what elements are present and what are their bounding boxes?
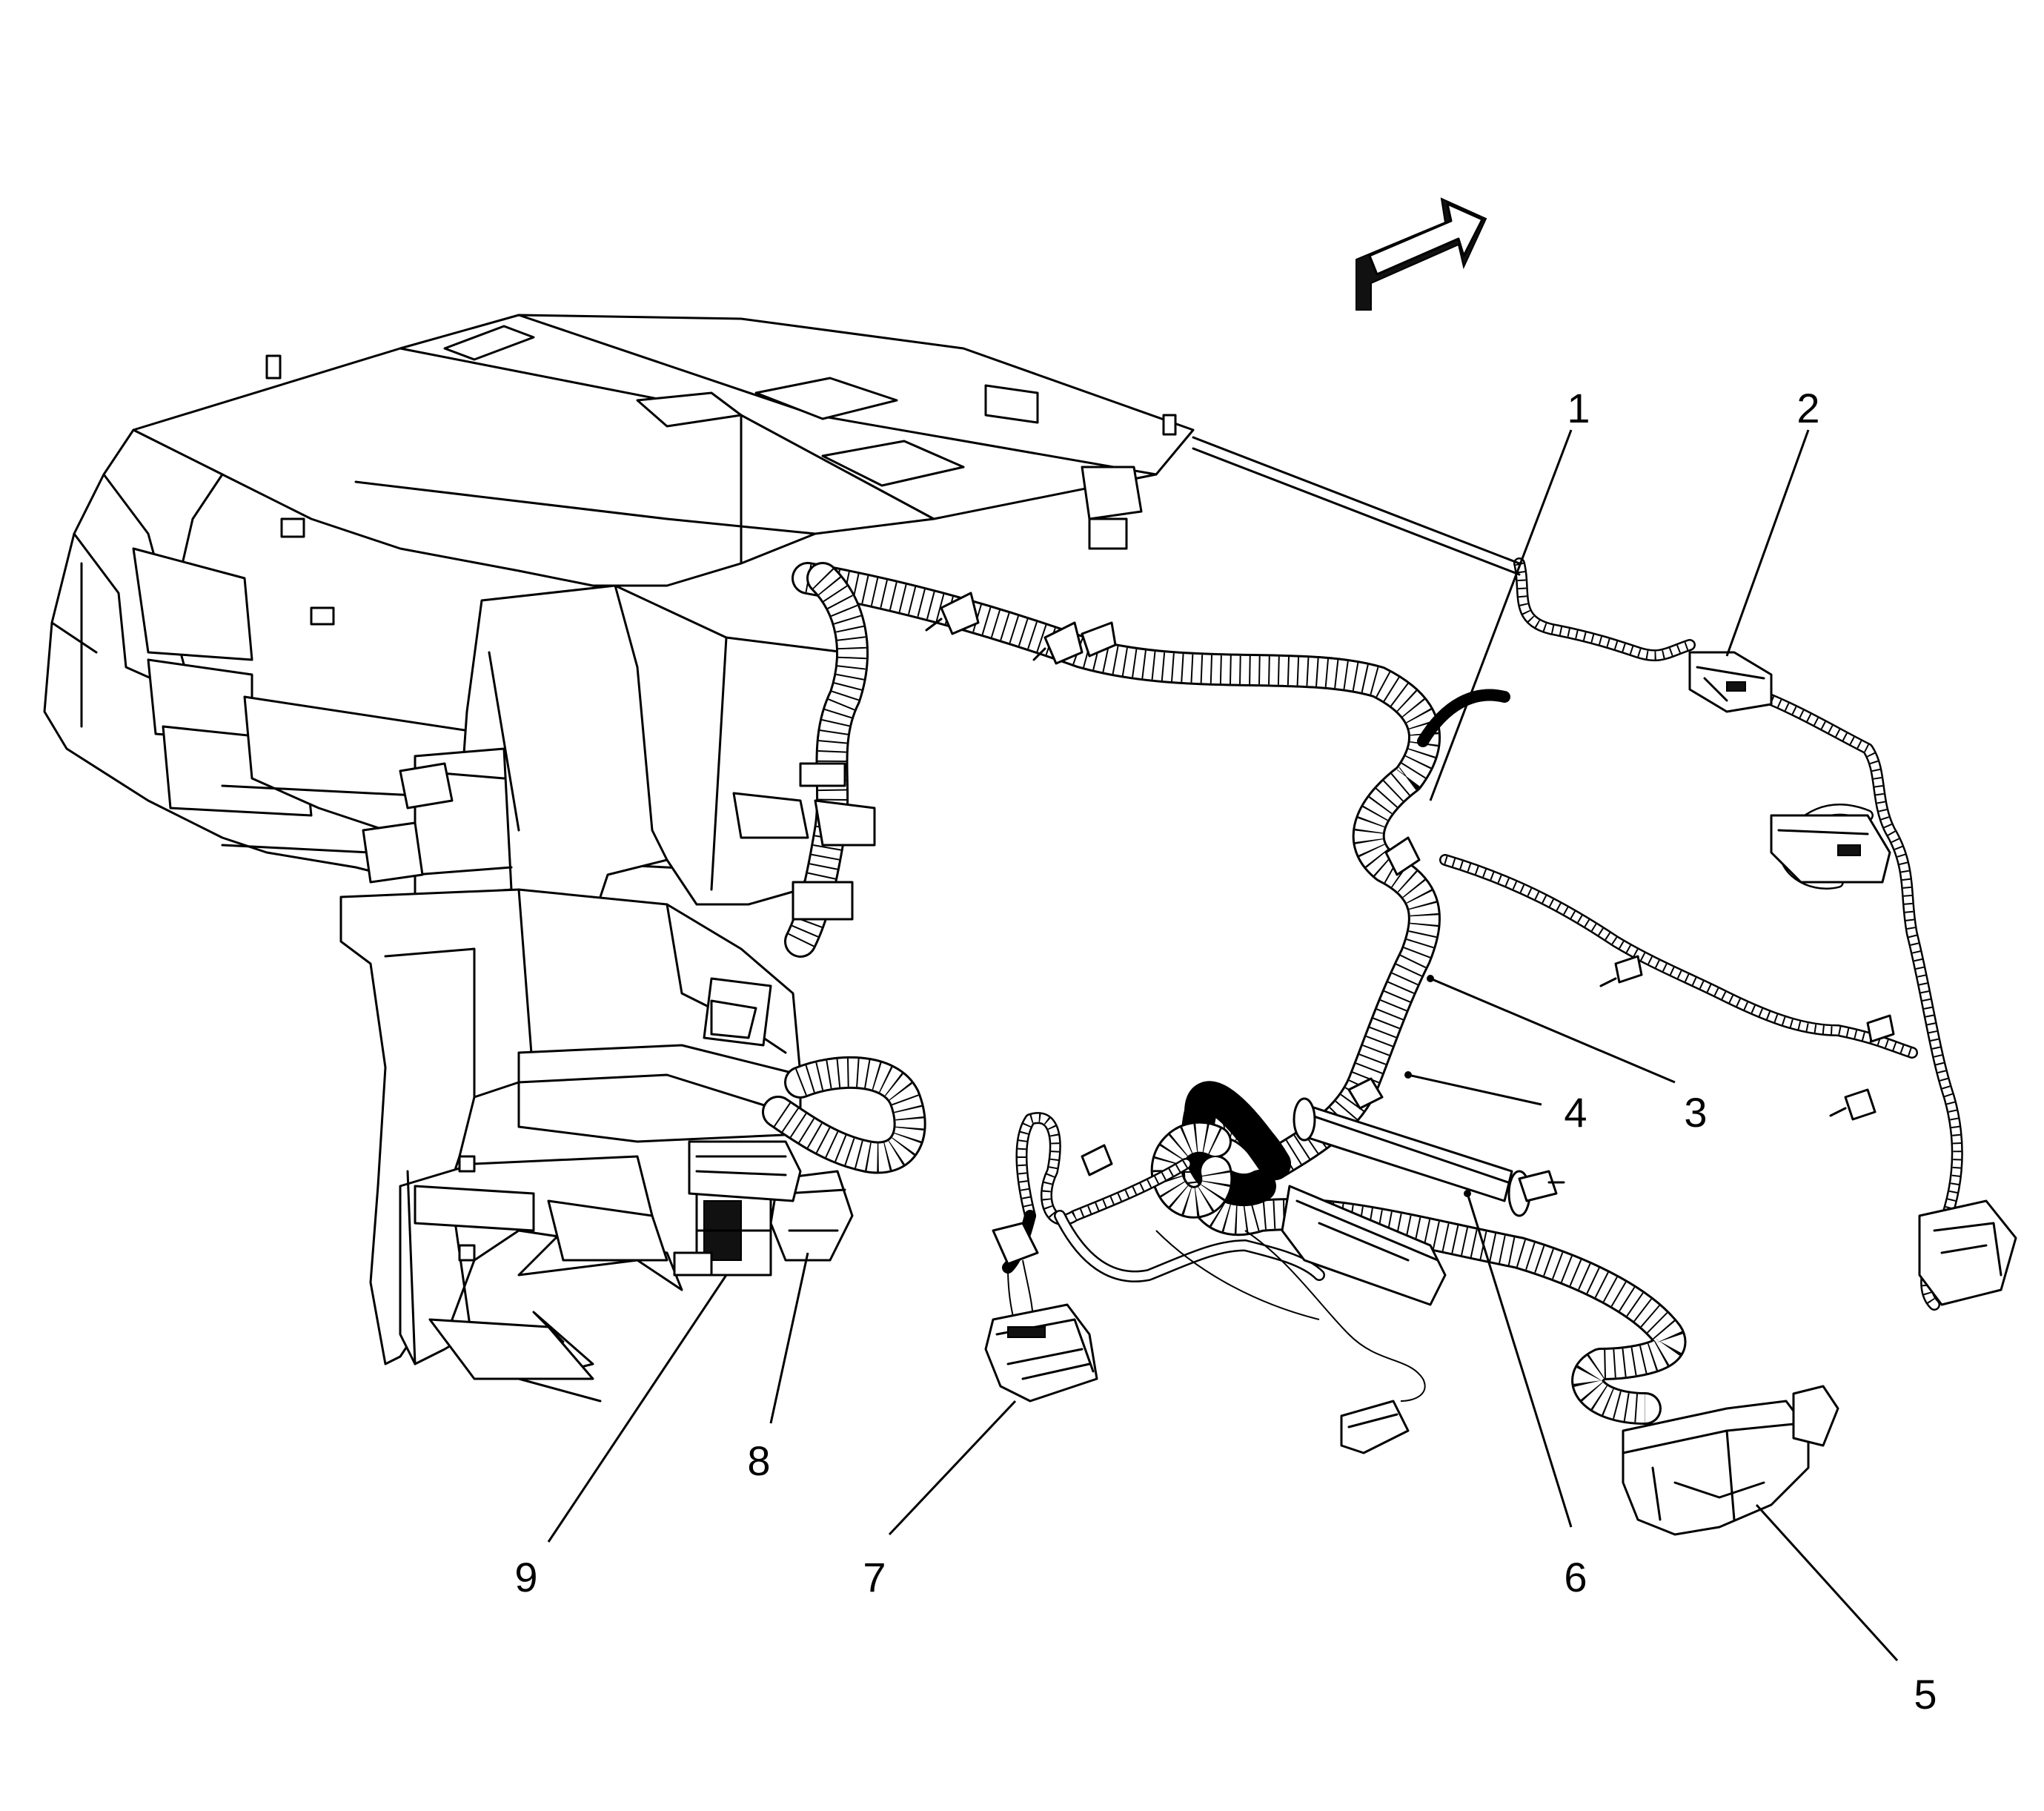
callout-2: 2 — [1796, 385, 1819, 431]
callout-7: 7 — [863, 1554, 886, 1600]
right-connector-lower — [1918, 1199, 2017, 1306]
leader-7 — [888, 1400, 1017, 1536]
leader-4 — [1407, 1073, 1542, 1106]
leader-lines — [547, 429, 1899, 1662]
leader-6 — [1466, 1193, 1573, 1528]
leader-1 — [1429, 429, 1573, 801]
connector-9 — [673, 1185, 772, 1277]
harness-clips — [925, 592, 1895, 1202]
right-connector-upper — [1770, 814, 1891, 884]
forward-arrow-icon — [1356, 197, 1487, 311]
leader-9 — [547, 1274, 728, 1543]
harness-conduit — [1293, 1097, 1531, 1217]
callout-1: 1 — [1567, 385, 1590, 431]
center-connectors — [362, 466, 1143, 921]
connector-7 — [984, 1222, 1098, 1403]
callout-6: 6 — [1564, 1554, 1587, 1600]
callout-3: 3 — [1684, 1089, 1707, 1136]
connector-block — [688, 1140, 802, 1202]
leader-2 — [1725, 429, 1810, 657]
connector-5 — [1622, 1385, 1839, 1536]
connector-2 — [1688, 651, 1773, 713]
leader-dot-3 — [1427, 975, 1434, 982]
instrument-panel-carrier — [43, 314, 1195, 1403]
leader-dot-4 — [1404, 1071, 1412, 1079]
connector-6-module — [1281, 1185, 1447, 1306]
leader-8 — [769, 1252, 809, 1424]
callout-4: 4 — [1564, 1089, 1587, 1136]
callout-9: 9 — [514, 1554, 537, 1600]
leader-5 — [1755, 1503, 1899, 1662]
leader-dot-6 — [1464, 1190, 1471, 1197]
callout-8: 8 — [747, 1437, 770, 1484]
leader-3 — [1430, 977, 1676, 1084]
callout-5: 5 — [1914, 1671, 1937, 1718]
main-harness-trunk — [762, 562, 1687, 1425]
connectors — [362, 466, 2017, 1536]
connector-small — [1340, 1400, 1410, 1454]
callout-labels: 1 2 3 4 5 6 7 8 9 — [514, 385, 1937, 1718]
